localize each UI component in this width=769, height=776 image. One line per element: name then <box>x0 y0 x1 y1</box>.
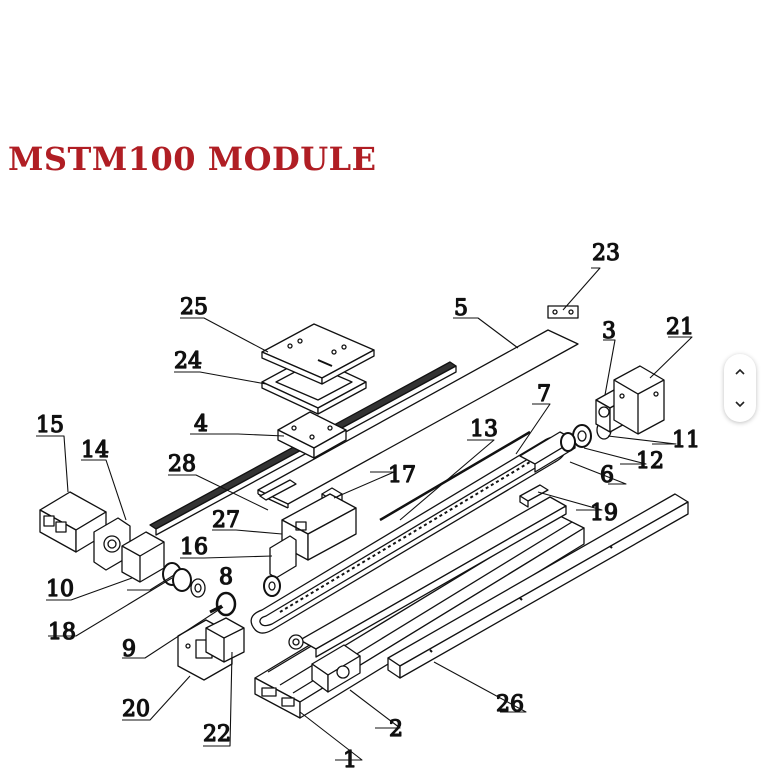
callout-20: 20 <box>122 697 150 722</box>
part-end-plate <box>613 365 665 435</box>
callout-14: 14 <box>81 438 109 463</box>
callout-2: 2 <box>389 717 403 742</box>
scroll-up-button[interactable] <box>724 356 756 388</box>
chevron-down-icon <box>735 401 745 408</box>
callout-numbers: 1 2 3 4 5 6 7 8 9 10 11 12 13 14 15 16 1… <box>35 240 700 773</box>
callout-10: 10 <box>46 577 74 602</box>
part-coupling <box>162 562 206 598</box>
callout-1: 1 <box>343 748 357 773</box>
page-title: MSTM100 MODULE <box>8 140 377 178</box>
part-slider-block <box>277 411 347 459</box>
part-pulley <box>263 575 281 597</box>
callout-22: 22 <box>203 722 231 747</box>
callout-12: 12 <box>636 449 664 474</box>
callout-26: 26 <box>496 692 524 717</box>
callout-8: 8 <box>219 565 233 590</box>
part-end-block <box>311 644 361 693</box>
part-rail-section <box>288 496 567 658</box>
callout-13: 13 <box>470 417 498 442</box>
callout-27: 27 <box>212 508 240 533</box>
callout-28: 28 <box>168 452 196 477</box>
callout-25: 25 <box>180 295 208 320</box>
callout-23: 23 <box>592 241 620 266</box>
callout-9: 9 <box>122 637 136 662</box>
callout-4: 4 <box>194 412 208 437</box>
callout-21: 21 <box>666 315 694 340</box>
callout-17: 17 <box>388 463 416 488</box>
part-small-plate <box>547 305 579 319</box>
callout-24: 24 <box>174 349 202 374</box>
callout-19: 19 <box>590 501 618 526</box>
part-flat-plate <box>259 479 297 501</box>
part-top-plate <box>261 323 375 385</box>
part-small-pulley <box>209 591 237 617</box>
scroll-down-button[interactable] <box>724 388 756 420</box>
scroll-control <box>724 354 756 422</box>
callout-11: 11 <box>672 428 700 453</box>
callout-15: 15 <box>36 413 64 438</box>
callout-6: 6 <box>600 463 614 488</box>
part-small-bracket <box>519 484 549 508</box>
part-bearings <box>560 420 612 452</box>
chevron-up-icon <box>735 368 745 375</box>
callout-3: 3 <box>602 319 616 344</box>
part-side-cover <box>387 493 689 679</box>
leader-lines <box>36 267 693 761</box>
part-rod <box>379 430 531 522</box>
part-mount-bracket <box>205 617 245 663</box>
part-motor-brackets <box>269 493 357 579</box>
callout-7: 7 <box>537 382 551 407</box>
callout-18: 18 <box>48 620 76 645</box>
callout-5: 5 <box>454 296 468 321</box>
callout-16: 16 <box>180 535 208 560</box>
